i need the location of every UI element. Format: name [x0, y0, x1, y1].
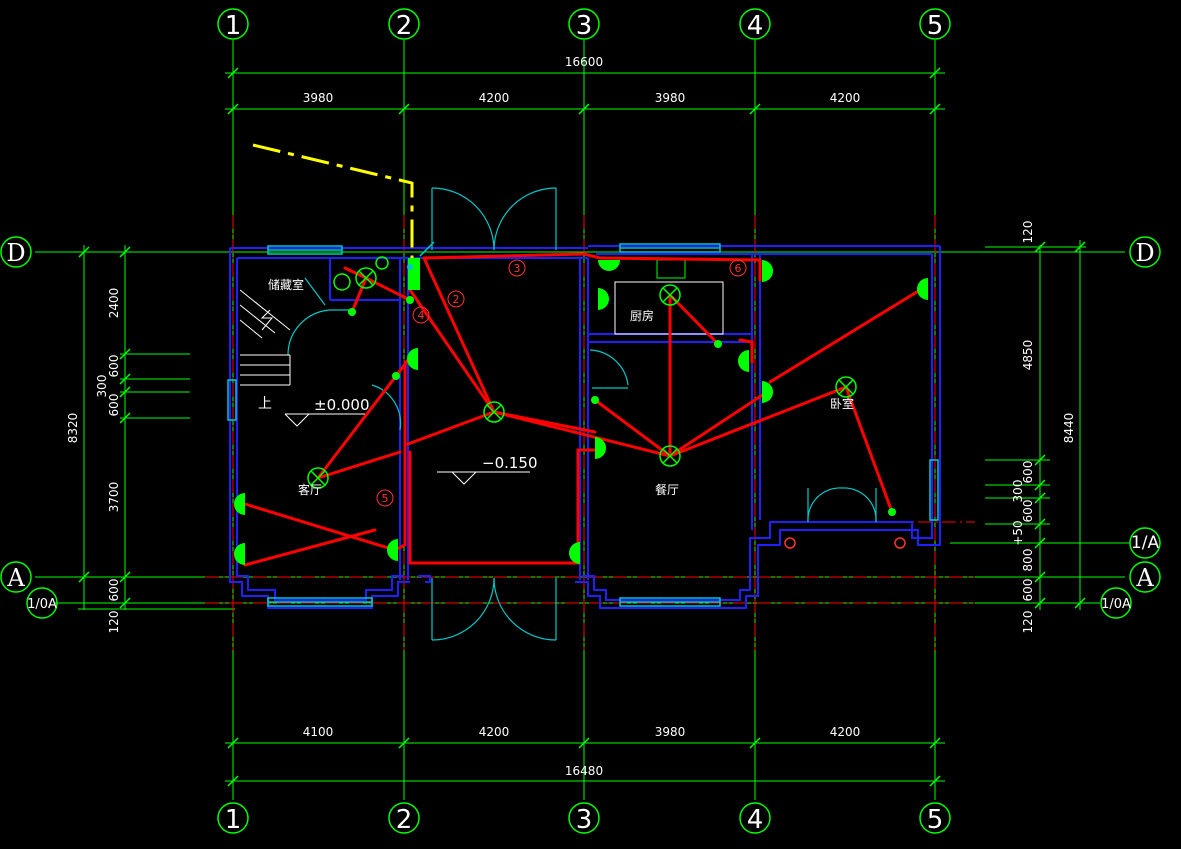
dim-right-total: 8440 — [1062, 413, 1076, 444]
dim-left-2400: 2400 — [107, 288, 121, 319]
service-entry-line — [252, 143, 414, 260]
dim-left-total: 8320 — [66, 413, 80, 444]
room-label-storage: 储藏室 — [268, 277, 304, 292]
axis-label-bottom-4: 4 — [747, 805, 764, 835]
dim-left-600b: 600 — [107, 394, 121, 417]
circuit-bubbles — [376, 259, 747, 507]
dim-right-4850: 4850 — [1021, 340, 1035, 371]
room-label-kitchen: 厨房 — [630, 308, 654, 323]
axis-label-bottom-5: 5 — [927, 805, 944, 835]
dim-top-span-1: 3980 — [303, 91, 334, 105]
electrical-wiring — [243, 252, 922, 567]
ceiling-light-living-center — [483, 401, 505, 423]
axis-label-top-3: 3 — [576, 11, 593, 41]
ceiling-light-dining — [659, 445, 681, 467]
circuit-label-5: 5 — [382, 492, 389, 505]
dim-bottom-span-1: 4100 — [303, 725, 334, 739]
dim-right-600c: 600 — [1021, 579, 1035, 602]
dim-left-300: 300 — [95, 375, 109, 398]
panel-arrow — [419, 241, 435, 257]
room-label-dining: 餐厅 — [655, 482, 679, 497]
axis-label-bottom-1: 1 — [225, 805, 242, 835]
dim-top-total: 16600 — [565, 55, 603, 69]
axis-label-top-2: 2 — [396, 11, 413, 41]
outdoor-light-left — [784, 537, 796, 549]
dim-bottom-span-3: 3980 — [655, 725, 686, 739]
floor-drain — [375, 256, 389, 270]
dim-top-span-2: 4200 — [479, 91, 510, 105]
axis-label-right-a: A — [1135, 564, 1154, 592]
axis-label-left-a: A — [6, 564, 25, 592]
grid-lines — [35, 40, 1130, 800]
dim-right-120: 120 — [1021, 221, 1035, 244]
room-label-bedroom: 卧室 — [830, 396, 854, 411]
circuit-label-3: 3 — [514, 262, 521, 275]
dim-left-120: 120 — [107, 611, 121, 634]
dim-right-600b: 600 — [1021, 500, 1035, 523]
dim-top-span-3: 3980 — [655, 91, 686, 105]
room-label-living: 客厅 — [298, 482, 322, 497]
washbasin-fixture — [333, 273, 351, 291]
axis-label-top-4: 4 — [747, 11, 764, 41]
windows — [227, 243, 939, 607]
walls — [229, 245, 941, 609]
dim-bottom-span-2: 4200 — [479, 725, 510, 739]
stair-up-label: 上 — [258, 396, 272, 412]
dim-bottom-span-4: 4200 — [830, 725, 861, 739]
ceiling-light-living — [307, 467, 329, 489]
circuit-label-4: 4 — [418, 309, 425, 322]
axis-label-right-d: D — [1135, 239, 1154, 267]
dim-left-600c: 600 — [107, 579, 121, 602]
axis-label-top-5: 5 — [927, 11, 944, 41]
sockets — [234, 260, 928, 565]
ceiling-light-kitchen — [659, 284, 681, 306]
axis-label-top-1: 1 — [225, 11, 242, 41]
dim-right-600a: 600 — [1021, 461, 1035, 484]
dim-right-300: 300 — [1011, 480, 1025, 503]
circuit-label-6: 6 — [735, 262, 742, 275]
ceiling-light-bedroom — [835, 376, 857, 398]
axis-label-left-d: D — [6, 239, 25, 267]
elevation-lower: −0.150 — [482, 454, 538, 472]
dim-right-120b: 120 — [1021, 611, 1035, 634]
dim-left-600a: 600 — [107, 355, 121, 378]
dim-top-span-4: 4200 — [830, 91, 861, 105]
light-fixtures — [307, 256, 906, 549]
outdoor-light-right — [894, 537, 906, 549]
dimension-ticks — [78, 67, 1086, 787]
doors — [287, 187, 877, 641]
distribution-panel — [408, 258, 420, 290]
axis-label-right-1-0a: 1/0A — [1101, 597, 1131, 612]
elevation-markers — [284, 413, 530, 485]
axis-label-bottom-3: 3 — [576, 805, 593, 835]
dim-right-50: +50 — [1011, 520, 1025, 545]
ceiling-light-storage — [355, 267, 377, 289]
dim-left-3700: 3700 — [107, 482, 121, 513]
elevation-main: ±0.000 — [314, 396, 370, 414]
switches — [348, 264, 896, 516]
dim-bottom-total: 16480 — [565, 764, 603, 778]
dim-right-800: 800 — [1021, 549, 1035, 572]
axis-label-bottom-2: 2 — [396, 805, 413, 835]
axis-label-left-1-0a: 1/0A — [27, 597, 57, 612]
stair — [239, 289, 291, 386]
axis-label-right-1-a: 1/A — [1131, 533, 1160, 553]
axis-bubbles — [0, 8, 1161, 834]
circuit-label-2: 2 — [453, 293, 460, 306]
